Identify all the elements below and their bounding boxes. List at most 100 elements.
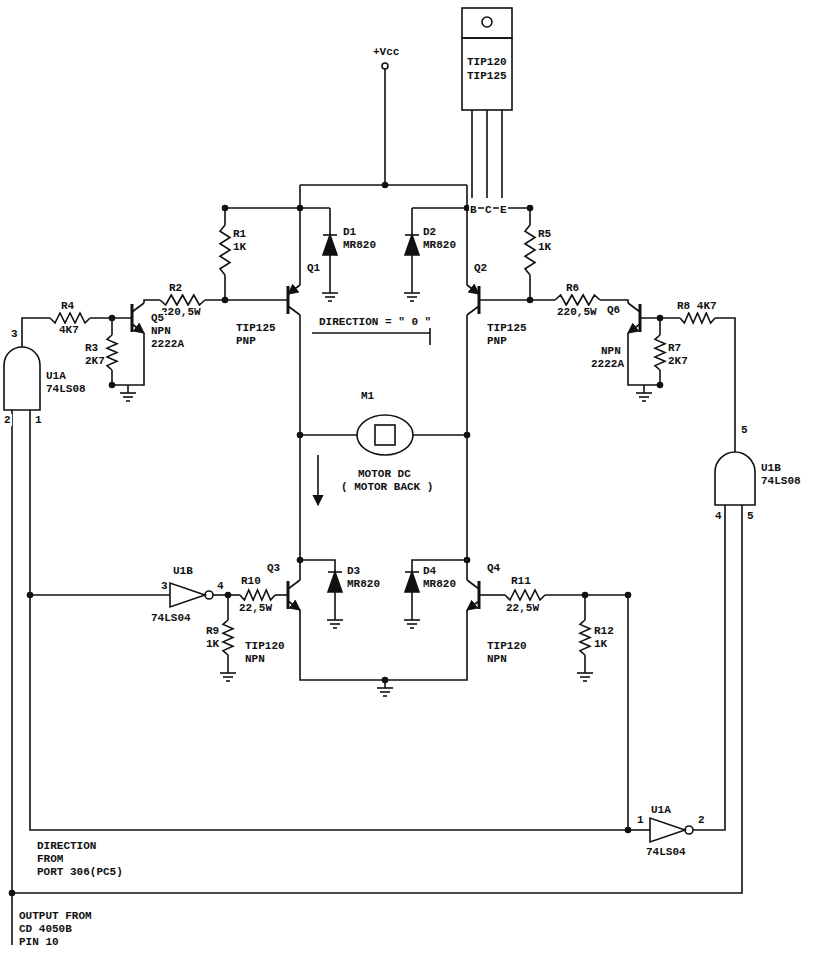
circuit-label: 4K7	[58, 324, 80, 336]
circuit-label: ( MOTOR BACK )	[340, 481, 434, 493]
package-pin	[471, 110, 473, 198]
wire	[693, 505, 725, 830]
wire	[329, 208, 331, 235]
circuit-label: NPN	[150, 325, 172, 337]
circuit-label: U1A	[45, 370, 67, 382]
diode-symbol	[323, 234, 337, 236]
direction-mark	[312, 332, 430, 334]
diode-symbol	[405, 571, 419, 573]
junction-dot	[383, 678, 388, 683]
circuit-label: PORT 306(PC5)	[36, 866, 124, 878]
circuit-label: PNP	[235, 335, 257, 347]
circuit-label: 2K7	[84, 355, 106, 367]
circuit-label: 4	[216, 580, 225, 592]
package-tab	[462, 8, 512, 38]
circuit-label: 1K	[232, 241, 247, 253]
circuit-label: D3	[346, 565, 361, 577]
ground-symbol	[411, 612, 413, 620]
resistor-symbol	[223, 620, 233, 655]
diode-symbol	[405, 235, 419, 255]
ground-symbol	[226, 680, 230, 682]
wire	[275, 594, 288, 596]
circuit-label: Q6	[606, 304, 621, 316]
wire	[30, 410, 628, 830]
package-pin	[501, 110, 503, 198]
circuit-label: 1	[636, 814, 645, 826]
circuit-label: R9	[205, 625, 220, 637]
transistor-symbol	[288, 306, 300, 315]
junction-dot	[10, 891, 15, 896]
circuit-label: 5	[740, 424, 749, 436]
circuit-label: 1K	[593, 638, 608, 650]
junction-dot	[110, 316, 115, 321]
circuit-label: 3	[160, 580, 169, 592]
circuit-label: MR820	[422, 239, 457, 251]
circuit-label: NPN	[486, 653, 508, 665]
circuit-label: R6	[565, 282, 580, 294]
circuit-label: R11	[510, 575, 532, 587]
circuit-label: R1	[232, 228, 247, 240]
circuit-label: Q5	[150, 312, 165, 324]
wire	[11, 410, 13, 945]
circuit-label: TIP120	[466, 56, 508, 68]
transistor-symbol	[288, 285, 300, 294]
diode-symbol	[328, 572, 342, 592]
resistor-symbol	[220, 225, 230, 275]
transistor-symbol	[467, 306, 479, 315]
wire	[466, 185, 468, 285]
circuit-label: Q1	[306, 262, 321, 274]
circuit-label: 1K	[205, 638, 220, 650]
circuit-label: 220,5W	[160, 306, 202, 318]
circuit-label: 74LS08	[45, 383, 87, 395]
resistor-symbol	[655, 335, 665, 370]
circuit-label: MOTOR DC	[357, 468, 412, 480]
package-body	[462, 38, 512, 110]
circuit-label: E	[499, 204, 508, 216]
circuit-label: 5	[746, 510, 755, 522]
circuit-label: MR820	[346, 578, 381, 590]
wire	[411, 208, 413, 235]
circuit-label: NPN	[244, 653, 266, 665]
circuit-label: PNP	[486, 335, 508, 347]
circuit-drawing	[4, 8, 755, 945]
ground-symbol	[334, 612, 336, 620]
junction-dot	[298, 558, 303, 563]
wire	[412, 560, 467, 572]
circuit-label: DIRECTION = " 0 "	[318, 316, 432, 328]
wire	[299, 315, 301, 580]
resistor-symbol	[555, 295, 600, 305]
wire	[384, 69, 386, 185]
wire	[479, 594, 505, 596]
circuit-label: 22,5W	[505, 602, 540, 614]
circuit-label: Q2	[473, 262, 488, 274]
resistor-symbol	[107, 335, 117, 370]
wire	[205, 299, 288, 301]
circuit-label: D2	[422, 226, 437, 238]
circuit-label: R3	[84, 342, 99, 354]
ground-symbol	[322, 292, 338, 294]
circuit-label: 74LS04	[150, 612, 192, 624]
circuit-label: 2222A	[590, 358, 625, 370]
junction-dot	[223, 206, 228, 211]
wire	[112, 333, 144, 385]
circuit-label: R7	[667, 342, 682, 354]
ground-symbol	[328, 300, 332, 302]
circuit-label: R10	[240, 575, 262, 587]
circuit-label: 2222A	[150, 338, 185, 350]
wire	[225, 207, 330, 209]
transistor-symbol	[132, 324, 144, 333]
ground-symbol	[584, 665, 586, 673]
ground-symbol	[577, 672, 593, 674]
circuit-label: R2	[168, 282, 183, 294]
wire	[300, 560, 335, 572]
resistor-symbol	[680, 313, 715, 323]
circuit-label: D4	[422, 565, 437, 577]
circuit-label: 1K	[537, 241, 552, 253]
ground-symbol	[410, 300, 414, 302]
ground-symbol	[333, 627, 337, 629]
junction-dot	[298, 433, 303, 438]
transistor-symbol	[467, 285, 479, 294]
ground-symbol	[126, 400, 130, 402]
junction-dot	[626, 593, 631, 598]
junction-dot	[583, 593, 588, 598]
